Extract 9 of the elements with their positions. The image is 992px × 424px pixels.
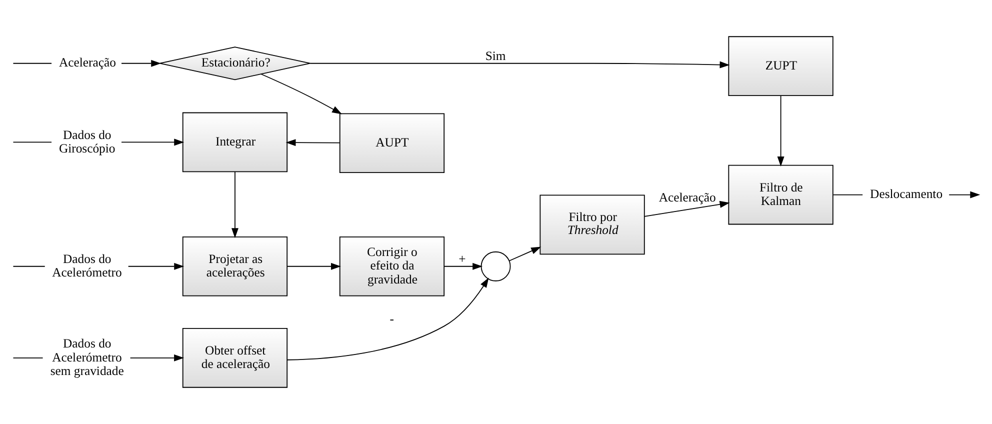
node-text: Dados do Giroscópio [58,128,116,156]
edge-label: Aceleração [658,190,716,204]
node-text: Aceleração [58,56,116,70]
edge-label: + [458,252,466,266]
node-text: Dados do Acelerómetro [52,252,122,280]
node-text: Deslocamento [870,187,943,202]
edge-label: - [390,312,394,326]
node-text: Dados do Acelerómetro sem gravidade [50,336,124,378]
edge-label: Sim [485,48,506,63]
